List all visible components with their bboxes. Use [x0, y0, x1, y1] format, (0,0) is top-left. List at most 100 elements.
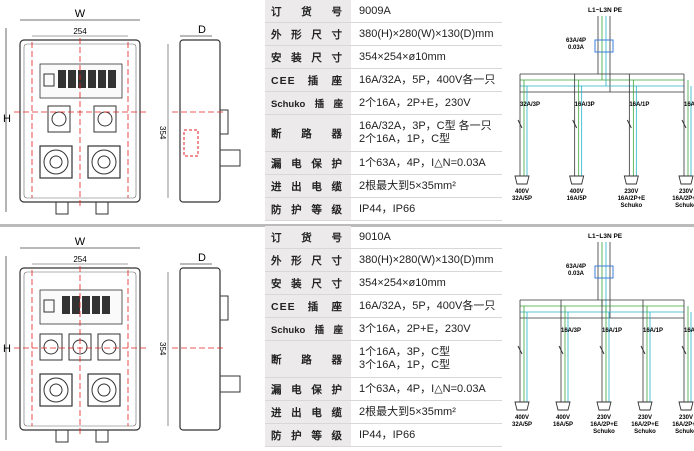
socket-symbol-icon [555, 401, 571, 411]
outlet-label: Schuko [634, 429, 656, 435]
supply-label: L1~L3N PE [588, 7, 623, 14]
outlet-label: 400V [515, 415, 529, 421]
side-dimension-label: 354 [158, 126, 167, 140]
outlet-label: 230V [597, 415, 611, 421]
breaker-label: 16A/3P [575, 102, 595, 108]
schuko-socket-icons [47, 105, 117, 133]
breaker-label: 16A/1P [684, 328, 694, 334]
breaker-switch-icon [558, 345, 564, 355]
side-latch-icon [219, 109, 229, 135]
outlet-label: 230V [679, 415, 693, 421]
center-axis-lines [14, 38, 146, 206]
outlet-label: 16A/5P [567, 196, 587, 202]
outlet-label: Schuko [675, 429, 694, 435]
wiring-schematic: L1~L3N PE63A/4P0.03A32A/3P400V32A/5P16A/… [512, 7, 694, 209]
height-label: H [3, 343, 11, 355]
center-axis-lines [14, 266, 146, 434]
inner-dimension-label: 254 [73, 255, 87, 264]
breaker-icons [43, 70, 116, 88]
cee-socket-icons [39, 373, 121, 407]
socket-symbol-icon [514, 175, 530, 185]
breaker-switch-icon [626, 119, 632, 129]
product-block-9010a: W 254 H [0, 226, 694, 451]
side-gland-icon [219, 149, 241, 167]
depth-label: D [198, 252, 206, 264]
breaker-label: 16A/1P [602, 328, 622, 334]
cable-gland-icons [55, 429, 109, 443]
rcd-label: 63A/4P [566, 38, 586, 44]
breaker-label: 16A/1P [629, 102, 649, 108]
outlet-label: 230V [679, 189, 693, 195]
socket-symbol-icon [569, 175, 585, 185]
cable-gland-icons [55, 201, 109, 215]
depth-label: D [198, 24, 206, 36]
schuko-socket-icons [39, 333, 121, 361]
breaker-switch-icon [599, 345, 605, 355]
socket-symbol-icon [678, 401, 694, 411]
outlet-label: 32A/5P [512, 422, 532, 428]
enclosure-side [179, 39, 221, 203]
product-block-9009a: W 254 H [3, 0, 694, 221]
width-label: W [75, 8, 86, 20]
outlet-label: 16A/2P+E [672, 422, 694, 428]
outlet-label: 400V [570, 189, 584, 195]
height-label: H [3, 113, 11, 125]
outlet-label: 16A/2P+E [618, 196, 646, 202]
rcd-icon [594, 265, 614, 279]
breaker-label: 16A/1P [684, 102, 694, 108]
breaker-label: 16A/3P [561, 328, 581, 334]
breaker-label: 16A/1P [643, 328, 663, 334]
enclosure-drawing: W 254 H [3, 8, 241, 215]
side-dimension-label: 354 [158, 342, 167, 356]
socket-symbol-icon [637, 401, 653, 411]
outlet-label: 16A/5P [553, 422, 573, 428]
outlet-label: 16A/2P+E [672, 196, 694, 202]
breaker-switch-icon [681, 119, 687, 129]
rcd-icon [594, 39, 614, 53]
block-separator [0, 224, 694, 227]
breaker-switch-icon [640, 345, 646, 355]
wiring-schematic: L1~L3N PE63A/4P0.03A400V32A/5P16A/3P400V… [512, 233, 694, 435]
outlet-label: 16A/2P+E [590, 422, 618, 428]
socket-symbol-icon [596, 401, 612, 411]
socket-symbol-icon [623, 175, 639, 185]
outlet-label: Schuko [620, 203, 642, 209]
breaker-icons [43, 296, 110, 314]
enclosure-drawing: W 254 H [3, 236, 241, 443]
outlet-label: 16A/2P+E [631, 422, 659, 428]
breaker-switch-icon [681, 345, 687, 355]
socket-symbol-icon [678, 175, 694, 185]
side-latch-icon [219, 295, 229, 321]
enclosure-side [179, 267, 221, 431]
outlet-label: Schuko [675, 203, 694, 209]
side-gland-icon [219, 375, 241, 393]
supply-label: L1~L3N PE [588, 233, 623, 240]
cee-socket-icons [39, 145, 121, 179]
socket-symbol-icon [514, 401, 530, 411]
rcd-label: 0.03A [568, 271, 585, 277]
rcd-label: 0.03A [568, 45, 585, 51]
inner-dimension-label: 254 [73, 27, 87, 36]
outlet-label: 230V [624, 189, 638, 195]
side-cutout [183, 129, 199, 157]
outlet-label: Schuko [593, 429, 615, 435]
breaker-switch-icon [517, 345, 523, 355]
